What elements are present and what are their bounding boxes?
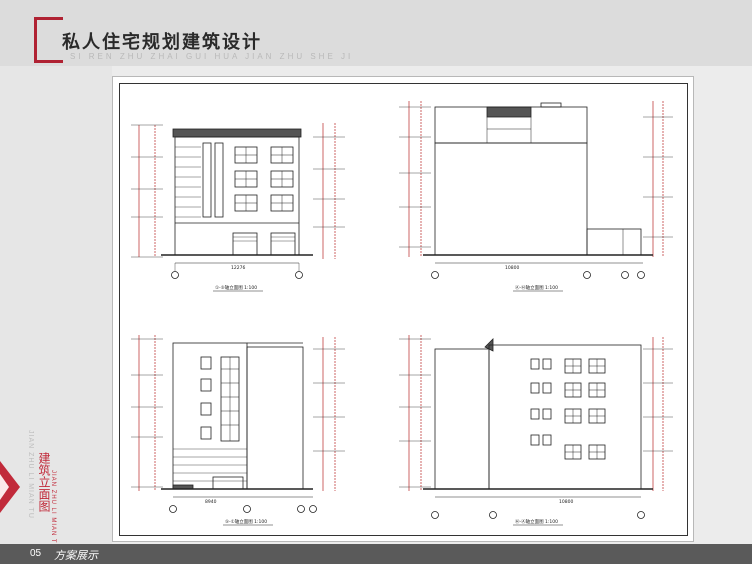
drawing-3-caption: ⑤-①轴立面图 1:100 [225, 518, 267, 525]
arrow-marker-inner-icon [0, 474, 9, 500]
drawing-3-dimension: 8940 [205, 499, 217, 505]
page-title: 私人住宅规划建筑设计 [62, 32, 262, 53]
side-pinyin-gray: JIAN ZHU LI MIAN TU [27, 430, 34, 519]
elevation-rear-drawing [131, 335, 345, 526]
drawing-1-dimension: 12276 [231, 265, 245, 271]
elevation-front-drawing [131, 123, 345, 292]
drawing-4-dimension: 10800 [559, 499, 573, 505]
elevation-back-drawing [399, 335, 673, 526]
drawing-1-caption: ①-⑤轴立面图 1:100 [215, 284, 257, 291]
drawing-sheet: ①-⑤轴立面图 1:100 12276 Ⓐ-Ⓗ轴立面图 1:100 10800 … [112, 76, 694, 542]
elevation-drawings: ①-⑤轴立面图 1:100 12276 Ⓐ-Ⓗ轴立面图 1:100 10800 … [131, 101, 673, 526]
elevation-side-drawing [399, 101, 673, 292]
drawing-4-caption: Ⓗ-Ⓐ轴立面图 1:100 [515, 518, 558, 525]
page-subtitle: SI REN ZHU ZHAI GUI HUA JIAN ZHU SHE JI [70, 52, 354, 61]
footer-page-number: 05 [30, 548, 42, 559]
side-section-pinyin: JIAN ZHU LI MIAN TU [50, 470, 56, 549]
drawing-2-caption: Ⓐ-Ⓗ轴立面图 1:100 [515, 284, 558, 291]
drawing-frame [119, 83, 688, 536]
title-bracket-decoration [34, 17, 63, 63]
footer-section-label: 方案展示 [54, 549, 98, 562]
header-bar [0, 0, 752, 66]
footer-bar [0, 544, 752, 564]
drawing-2-dimension: 10800 [505, 265, 519, 271]
side-section-label: 建筑立面图 [37, 452, 51, 512]
